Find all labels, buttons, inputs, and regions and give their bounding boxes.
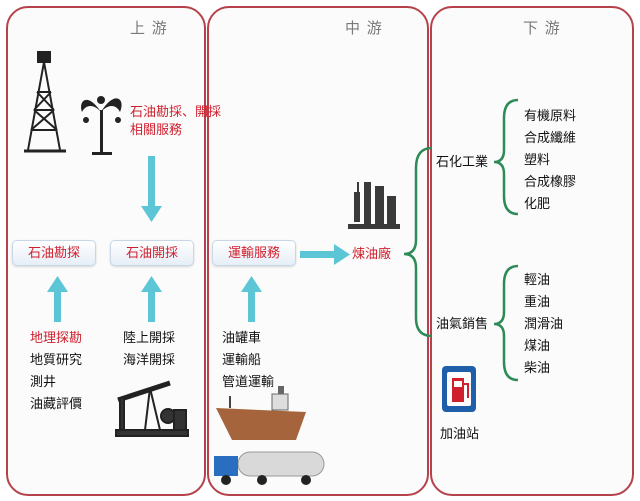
braces bbox=[403, 98, 519, 382]
service-label-line1: 石油勘採、開採 bbox=[130, 105, 222, 120]
arrow-down-service bbox=[148, 156, 155, 208]
transport-item: 管道運輸 bbox=[222, 375, 275, 390]
gas-station-icon bbox=[442, 366, 476, 412]
gas-station-label: 加油站 bbox=[440, 427, 480, 442]
tanker-ship-icon bbox=[216, 386, 306, 440]
petrochem-item: 化肥 bbox=[524, 197, 551, 212]
oilgas-item: 潤滑油 bbox=[524, 317, 564, 332]
service-label-line2: 相關服務 bbox=[130, 123, 183, 138]
oilgas-item: 重油 bbox=[524, 295, 551, 310]
exploration-item: 地質研究 bbox=[30, 353, 83, 368]
pumpjack-icon bbox=[115, 380, 189, 437]
exploration-list: 地理探勘 地質研究 測井 油藏評價 bbox=[30, 328, 82, 416]
extraction-list: 陸上開採 海洋開採 bbox=[123, 328, 175, 372]
refinery-label: 煉油廠 bbox=[352, 247, 392, 262]
oilgas-list: 輕油 重油 潤滑油 煤油 柴油 bbox=[524, 270, 563, 380]
oilgas-item: 煤油 bbox=[524, 339, 551, 354]
exploration-item: 地理探勘 bbox=[30, 331, 83, 346]
transport-item: 油罐車 bbox=[222, 331, 262, 346]
upstream-title: 上 游 bbox=[130, 19, 168, 37]
refinery-icon bbox=[348, 182, 400, 229]
oil-gusher-icon bbox=[81, 96, 122, 155]
box-oil-exploration: 石油勘探 bbox=[12, 240, 96, 266]
petrochem-item: 合成橡膠 bbox=[524, 175, 577, 190]
transport-item: 運輸船 bbox=[222, 353, 262, 368]
arrow-right-refinery bbox=[300, 251, 336, 258]
midstream-title: 中 游 bbox=[345, 19, 383, 37]
downstream-title: 下 游 bbox=[523, 19, 561, 37]
arrow-up-extraction bbox=[148, 290, 155, 322]
oilgas-item: 柴油 bbox=[524, 361, 551, 376]
box-oil-extraction: 石油開採 bbox=[110, 240, 194, 266]
petrochem-item: 塑料 bbox=[524, 153, 551, 168]
transport-list: 油罐車 運輸船 管道運輸 bbox=[222, 328, 274, 394]
tanker-truck-icon bbox=[214, 451, 325, 485]
extraction-item: 陸上開採 bbox=[123, 331, 176, 346]
exploration-item: 測井 bbox=[30, 375, 57, 390]
exploration-item: 油藏評價 bbox=[30, 397, 83, 412]
arrow-up-transport bbox=[248, 290, 255, 322]
arrow-up-exploration bbox=[54, 290, 61, 322]
petrochem-item: 有機原料 bbox=[524, 109, 577, 124]
petrochem-label: 石化工業 bbox=[436, 155, 489, 170]
oilgas-label: 油氣銷售 bbox=[436, 317, 489, 332]
downstream-panel bbox=[430, 6, 634, 496]
petrochem-item: 合成纖維 bbox=[524, 131, 577, 146]
petrochem-list: 有機原料 合成纖維 塑料 合成橡膠 化肥 bbox=[524, 106, 576, 216]
oilgas-item: 輕油 bbox=[524, 273, 551, 288]
box-transport-service: 運輸服務 bbox=[212, 240, 296, 266]
arrows bbox=[47, 156, 350, 322]
extraction-item: 海洋開採 bbox=[123, 353, 176, 368]
oil-derrick-icon bbox=[24, 51, 66, 153]
